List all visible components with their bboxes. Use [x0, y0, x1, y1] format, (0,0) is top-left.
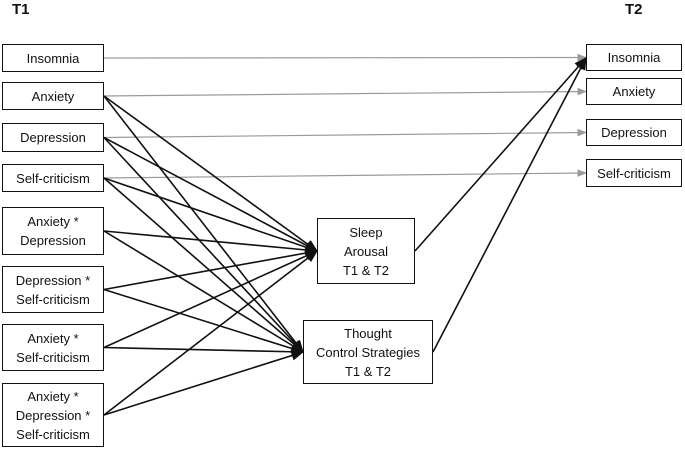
path-arrow-t1_dep_sc-to-med_sleep [103, 248, 319, 291]
t2-self-criticism-box: Self-criticism [586, 159, 682, 187]
t1-header: T1 [12, 1, 30, 18]
path-arrow-t1_selfcrit-to-med_tcs [103, 177, 304, 353]
t2-depression-box: Depression [586, 119, 682, 146]
path-arrow-t1_anx_dep-to-med_sleep [103, 230, 319, 256]
t1-anxiety-depression-self-criticism-box: Anxiety * Depression * Self-criticism [2, 383, 104, 447]
path-arrow-group [103, 53, 587, 416]
t1-anxiety-box: Anxiety [2, 82, 104, 110]
path-arrow-t1_insomnia-to-t2_insomnia [103, 53, 587, 62]
t1-insomnia-box: Insomnia [2, 44, 104, 72]
path-arrow-t1_depression-to-med_tcs [103, 136, 304, 353]
path-arrow-t1_selfcrit-to-med_sleep [103, 177, 319, 253]
path-arrow-t1_anx_dep-to-med_tcs [103, 230, 305, 353]
t2-header: T2 [625, 1, 643, 18]
path-arrow-t1_anx_sc-to-med_sleep [103, 250, 319, 349]
path-arrow-med_tcs-to-t2_insomnia [432, 56, 587, 353]
t1-anxiety-self-criticism-box: Anxiety * Self-criticism [2, 324, 104, 371]
mediator-sleep-arousal-box: Sleep Arousal T1 & T2 [317, 218, 415, 284]
path-arrow-t1_depression-to-t2_depression [103, 128, 587, 139]
mediator-thought-control-strategies-box: Thought Control Strategies T1 & T2 [303, 320, 433, 384]
path-arrow-t1_anxiety-to-med_sleep [103, 95, 319, 252]
t2-anxiety-box: Anxiety [586, 78, 682, 105]
path-arrow-t1_anx_sc-to-med_tcs [103, 346, 305, 357]
path-arrow-t1_anxiety-to-med_tcs [103, 95, 304, 354]
t1-self-criticism-box: Self-criticism [2, 164, 104, 192]
path-arrow-t1_selfcrit-to-t2_selfcrit [103, 169, 587, 179]
t2-insomnia-box: Insomnia [586, 44, 682, 71]
t1-anxiety-depression-box: Anxiety * Depression [2, 207, 104, 255]
path-arrow-med_sleep-to-t2_insomnia [414, 57, 587, 252]
t1-depression-box: Depression [2, 123, 104, 152]
path-arrow-t1_depression-to-med_sleep [103, 136, 319, 252]
t1-depression-self-criticism-box: Depression * Self-criticism [2, 266, 104, 313]
path-arrow-t1_anx_dep_sc-to-med_tcs [103, 350, 305, 416]
path-arrow-t1_anxiety-to-t2_anxiety [103, 87, 587, 97]
path-arrow-t1_anx_dep_sc-to-med_sleep [103, 250, 319, 416]
path-arrow-t1_dep_sc-to-med_tcs [103, 288, 305, 354]
